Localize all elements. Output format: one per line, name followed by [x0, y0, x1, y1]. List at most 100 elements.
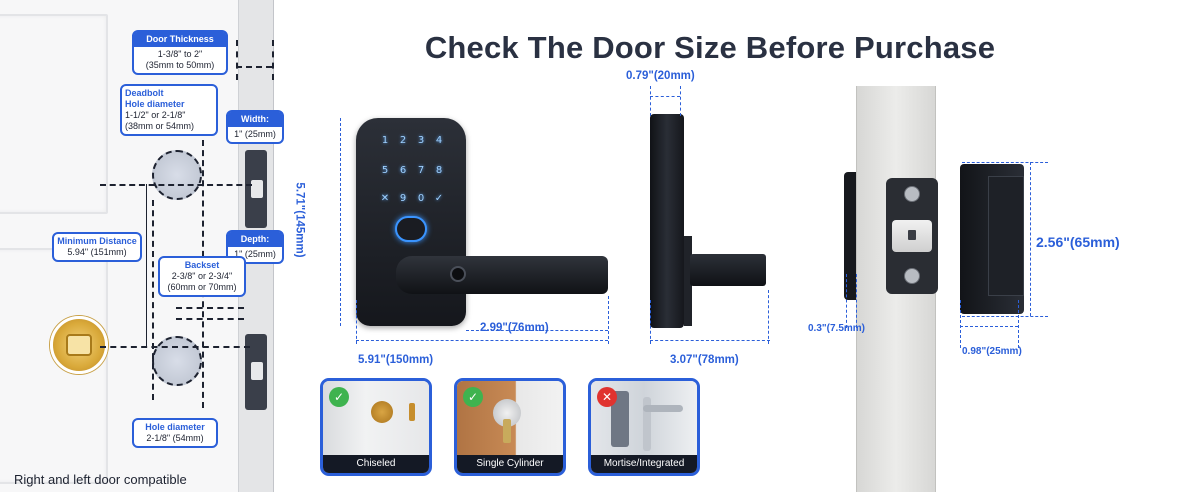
- deadbolt-strike-hole: [251, 180, 263, 198]
- latch-depth-label: 0.98"(25mm): [962, 346, 1022, 357]
- latch-depth-tick: [1018, 300, 1019, 348]
- minimum-distance-heading: Minimum Distance: [57, 236, 137, 246]
- key: ✓: [434, 193, 444, 204]
- minimum-distance-value: 5.94" (151mm): [67, 247, 127, 257]
- width-label: 5.91"(150mm): [358, 354, 434, 366]
- faceplate-label: 0.3"(7.5mm): [808, 323, 865, 334]
- keypad: 1 2 3 4 5 6 7 8 9 0 ✓ ✕: [374, 132, 448, 214]
- page-title: Check The Door Size Before Purchase: [424, 30, 996, 65]
- latch-depth-tick: [960, 300, 961, 348]
- screw-icon: [904, 268, 920, 284]
- card-single-cylinder: ✓ Single Cylinder: [454, 378, 566, 476]
- side-depth-tick: [650, 300, 651, 344]
- width-dimension-tick: [608, 296, 609, 344]
- thickness-tick: [680, 86, 681, 116]
- latch-height-tick: [962, 316, 1048, 317]
- key: 9: [399, 193, 407, 204]
- latch-height-label: 2.56"(65mm): [1036, 234, 1120, 250]
- door-thickness-box: Door Thickness 1-3/8" to 2" (35mm to 50m…: [132, 30, 228, 75]
- backset-box: Backset 2-3/8" or 2-3/4" (60mm or 70mm): [158, 256, 246, 297]
- door-inset-panel: [0, 14, 108, 214]
- guide-line: [152, 200, 154, 400]
- lock-side-back: [684, 236, 692, 326]
- card-label: Chiseled: [323, 455, 429, 473]
- mortise-handle-plate: [643, 397, 651, 451]
- key: ✕: [380, 193, 390, 204]
- hole-diameter-heading: Hole diameter: [145, 422, 205, 432]
- side-depth-tick: [768, 290, 769, 344]
- guide-line: [100, 346, 250, 348]
- deadbolt-hole-line1: 1-1/2" or 2-1/8": [125, 110, 186, 120]
- door-diagram: Door Thickness 1-3/8" to 2" (35mm to 50m…: [0, 0, 300, 492]
- side-thickness-label: 0.79"(20mm): [626, 70, 695, 82]
- deadbolt-hole-heading1: Deadbolt: [125, 88, 164, 98]
- key: 4: [435, 135, 443, 146]
- latch-strike-hole: [251, 362, 263, 380]
- faceplate-tick: [856, 274, 857, 328]
- backset-heading: Backset: [184, 260, 220, 270]
- width-dimension-tick: [356, 300, 357, 344]
- lever-side: [690, 254, 766, 286]
- thickness-tick: [650, 86, 651, 116]
- check-icon: ✓: [329, 387, 349, 407]
- depth-heading: Depth:: [228, 232, 282, 247]
- key: 0: [417, 193, 425, 204]
- door-thickness-line1: 1-3/8" to 2": [157, 49, 203, 59]
- latch-height-line: [1030, 162, 1031, 316]
- minimum-distance-box: Minimum Distance 5.94" (151mm): [52, 232, 142, 262]
- backset-line2: (60mm or 70mm): [167, 282, 237, 292]
- hole-diameter-box: Hole diameter 2-1/8" (54mm): [132, 418, 218, 448]
- key: 3: [417, 135, 425, 146]
- key: 2: [399, 135, 407, 146]
- door-thickness-heading: Door Thickness: [134, 32, 226, 47]
- guide-line: [100, 184, 252, 186]
- deadbolt-hole: [152, 150, 202, 200]
- card-label: Single Cylinder: [457, 455, 563, 473]
- height-label: 5.71"(145mm): [293, 182, 306, 258]
- compatibility-note: Right and left door compatible: [14, 472, 187, 487]
- lever-handle: [396, 256, 608, 294]
- min-distance-line: [146, 184, 147, 346]
- mortise-lever: [643, 405, 683, 412]
- key: 8: [435, 165, 443, 176]
- latch-height-tick: [962, 162, 1048, 163]
- key: 7: [417, 165, 425, 176]
- width-dimension-line: [356, 340, 608, 341]
- deadbolt-hole-line2: (38mm or 54mm): [125, 121, 195, 131]
- height-dimension-line: [340, 118, 341, 326]
- hole-diameter-value: 2-1/8" (54mm): [146, 433, 204, 443]
- thickness-guide: [236, 66, 272, 68]
- card-label: Mortise/Integrated: [591, 455, 697, 473]
- lever-label: 2.99"(76mm): [480, 322, 549, 334]
- latch-housing: [988, 176, 1024, 296]
- faceplate-tick: [846, 274, 847, 328]
- depth-box: Depth: 1" (25mm): [226, 230, 284, 264]
- keyhole-icon: [450, 266, 466, 282]
- check-icon: ✓: [463, 387, 483, 407]
- mortise-plate: [611, 391, 629, 447]
- latch-faceplate-edge: [844, 172, 856, 300]
- lock-side-body: [650, 114, 684, 328]
- width-box: Width: 1" (25mm): [226, 110, 284, 144]
- fingerprint-sensor-icon: [395, 216, 427, 242]
- lever-dimension-line: [466, 330, 608, 331]
- chiseled-hole: [371, 401, 393, 423]
- thickness-guide: [272, 40, 274, 80]
- depth-value: 1" (25mm): [234, 249, 276, 259]
- thickness-guide: [236, 40, 238, 80]
- backset-line1: 2-3/8" or 2-3/4": [171, 271, 233, 281]
- key: 1: [381, 135, 389, 146]
- width-value: 1" (25mm): [234, 129, 276, 139]
- side-depth-label: 3.07"(78mm): [670, 354, 739, 366]
- key: 6: [399, 165, 407, 176]
- backset-guide: [176, 318, 244, 320]
- card-mortise: ✕ Mortise/Integrated: [588, 378, 700, 476]
- thickness-line: [650, 96, 680, 97]
- card-chiseled: ✓ Chiseled: [320, 378, 432, 476]
- chiseled-edge-slot: [409, 403, 415, 421]
- screw-icon: [904, 186, 920, 202]
- width-heading: Width:: [228, 112, 282, 127]
- door-thickness-line2: (35mm to 50mm): [145, 60, 215, 70]
- latch-closeup-bolt: [66, 334, 92, 356]
- deadbolt-hole-box: Deadbolt Hole diameter 1-1/2" or 2-1/8" …: [120, 84, 218, 136]
